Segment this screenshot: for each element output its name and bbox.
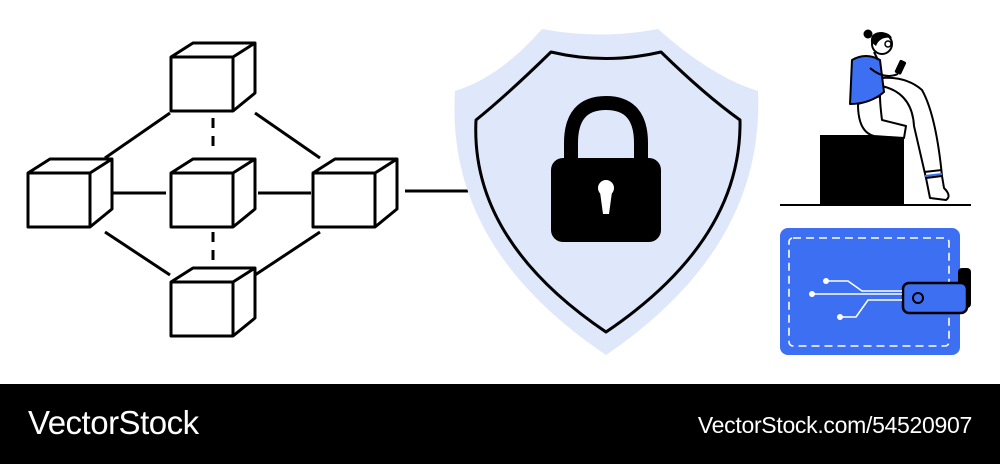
person-with-phone-icon (780, 29, 971, 206)
phone (894, 59, 907, 75)
padlock-icon (551, 95, 661, 242)
cube-icon-top (169, 41, 257, 113)
network-links (104, 111, 468, 277)
brand-logo-text: VectorStock (28, 404, 199, 441)
cube-icon-center (169, 157, 257, 229)
circuit-lines (812, 280, 902, 318)
cube-icon-right (311, 157, 399, 229)
digital-wallet-icon (780, 228, 971, 355)
image-id-text: VectorStock.com/54520907 (697, 412, 972, 438)
illustration-canvas (26, 29, 971, 355)
cube-icon-bottom (169, 266, 257, 338)
seat-block (820, 135, 904, 205)
watermark-bar: VectorStock VectorStock.com/54520907 (0, 384, 1000, 464)
cube-icon-left (26, 157, 114, 229)
blockchain-network-icon (26, 41, 468, 338)
